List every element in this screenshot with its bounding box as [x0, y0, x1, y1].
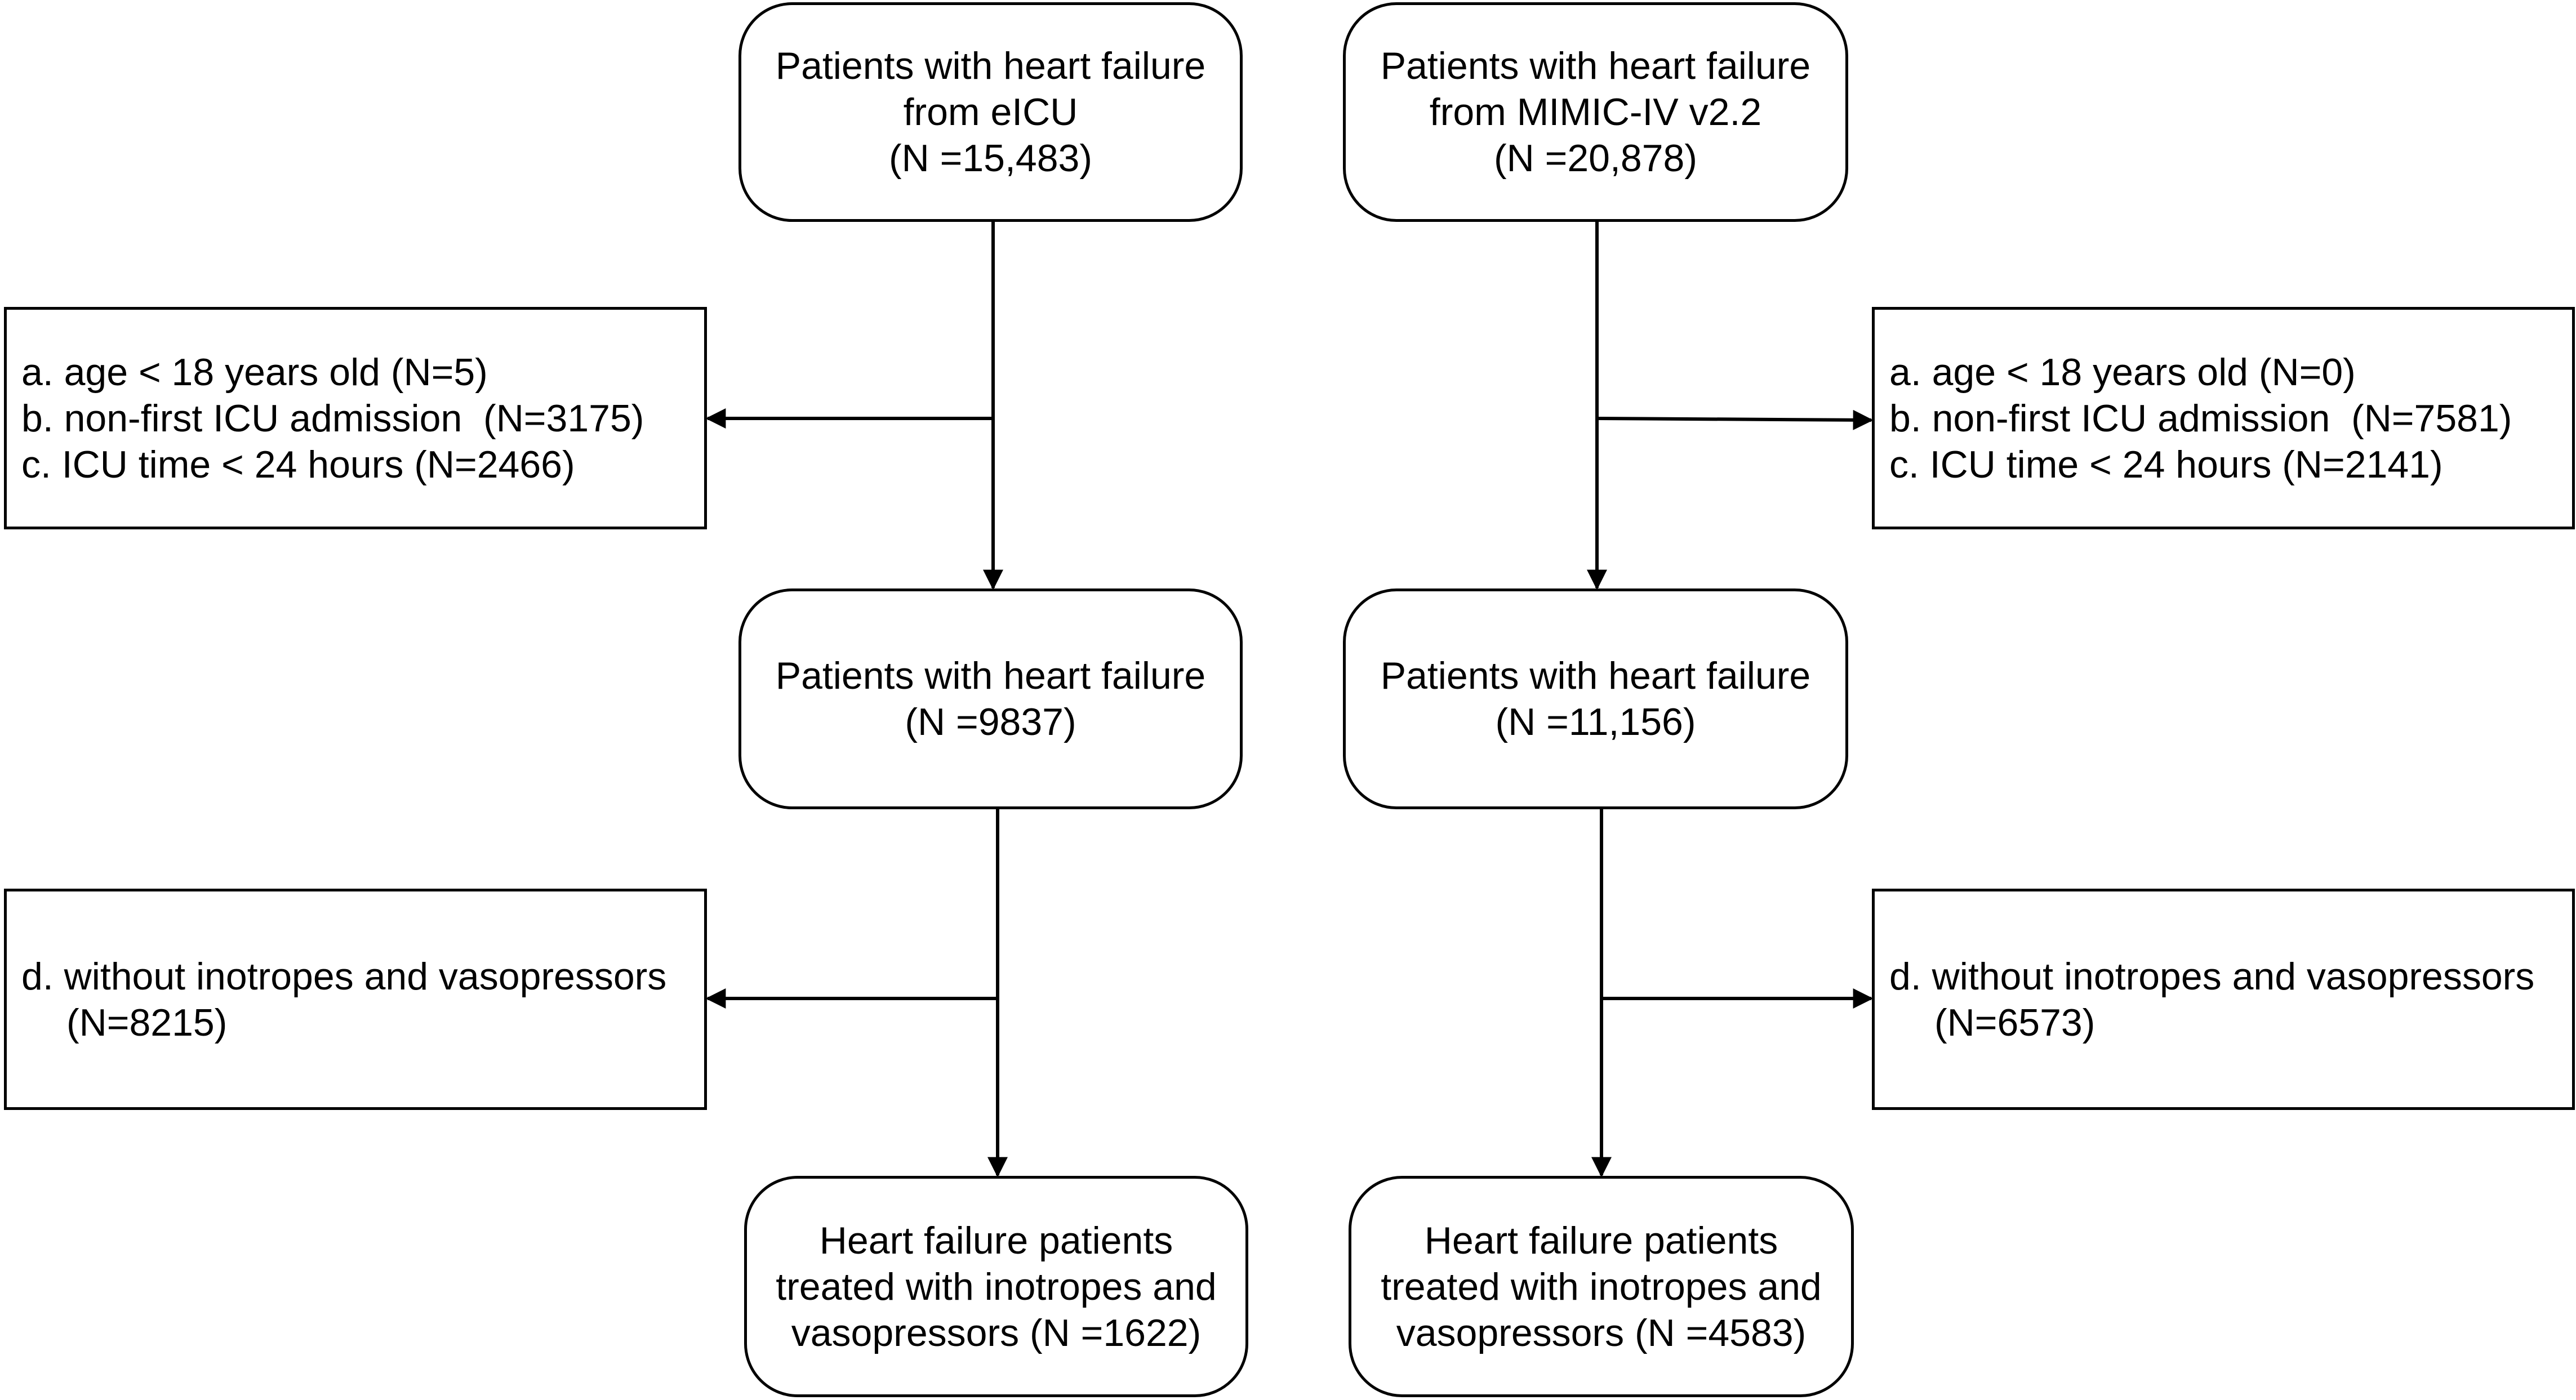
- left-exclusion1-item-b: b. non-first ICU admission (N=3175): [21, 396, 644, 440]
- left-exclusion1-item-a: a. age < 18 years old (N=5): [21, 350, 488, 394]
- right-exclusion1-item-a: a. age < 18 years old (N=0): [1889, 350, 2356, 394]
- right-final-line-3: vasopressors (N =4583): [1396, 1311, 1807, 1354]
- right-source-line-3: (N =20,878): [1494, 137, 1697, 180]
- right-final-line-2: treated with inotropes and: [1381, 1265, 1822, 1308]
- right-exclusion-box-2: d. without inotropes and vasopressors (N…: [1872, 889, 2575, 1110]
- left-source-box: Patients with heart failure from eICU (N…: [738, 2, 1243, 222]
- right-arrow-to-exclusion1: [1596, 409, 1874, 430]
- left-middle-line-2: (N =9837): [905, 701, 1076, 743]
- right-source-line-1: Patients with heart failure: [1380, 44, 1811, 87]
- left-middle-box: Patients with heart failure (N =9837): [738, 588, 1243, 809]
- right-source-box: Patients with heart failure from MIMIC-I…: [1343, 2, 1848, 222]
- right-exclusion1-item-c: c. ICU time < 24 hours (N=2141): [1889, 443, 2443, 486]
- left-source-line-2: from eICU: [903, 91, 1078, 133]
- left-exclusion-box-1: a. age < 18 years old (N=5) b. non-first…: [4, 307, 707, 529]
- left-final-box: Heart failure patients treated with inot…: [744, 1176, 1248, 1397]
- left-exclusion1-item-c: c. ICU time < 24 hours (N=2466): [21, 443, 575, 486]
- right-final-box: Heart failure patients treated with inot…: [1349, 1176, 1854, 1397]
- left-middle-line-1: Patients with heart failure: [775, 654, 1206, 697]
- left-final-line-2: treated with inotropes and: [776, 1265, 1217, 1308]
- right-source-line-2: from MIMIC-IV v2.2: [1429, 91, 1762, 133]
- right-middle-box: Patients with heart failure (N =11,156): [1343, 588, 1848, 809]
- right-middle-line-2: (N =11,156): [1495, 701, 1696, 743]
- right-exclusion-box-1: a. age < 18 years old (N=0) b. non-first…: [1872, 307, 2575, 529]
- left-exclusion2-count: (N=8215): [66, 1001, 228, 1044]
- right-exclusion1-item-b: b. non-first ICU admission (N=7581): [1889, 396, 2512, 440]
- left-exclusion-box-2: d. without inotropes and vasopressors (N…: [4, 889, 707, 1110]
- left-source-line-1: Patients with heart failure: [775, 44, 1206, 87]
- left-final-line-3: vasopressors (N =1622): [791, 1311, 1202, 1354]
- left-final-line-1: Heart failure patients: [819, 1219, 1173, 1262]
- right-exclusion2-count: (N=6573): [1934, 1001, 2095, 1044]
- right-exclusion2-item-d: d. without inotropes and vasopressors: [1889, 955, 2535, 998]
- left-exclusion2-item-d: d. without inotropes and vasopressors: [21, 955, 667, 998]
- left-source-line-3: (N =15,483): [889, 137, 1092, 180]
- right-middle-line-1: Patients with heart failure: [1380, 654, 1811, 697]
- right-final-line-1: Heart failure patients: [1424, 1219, 1778, 1262]
